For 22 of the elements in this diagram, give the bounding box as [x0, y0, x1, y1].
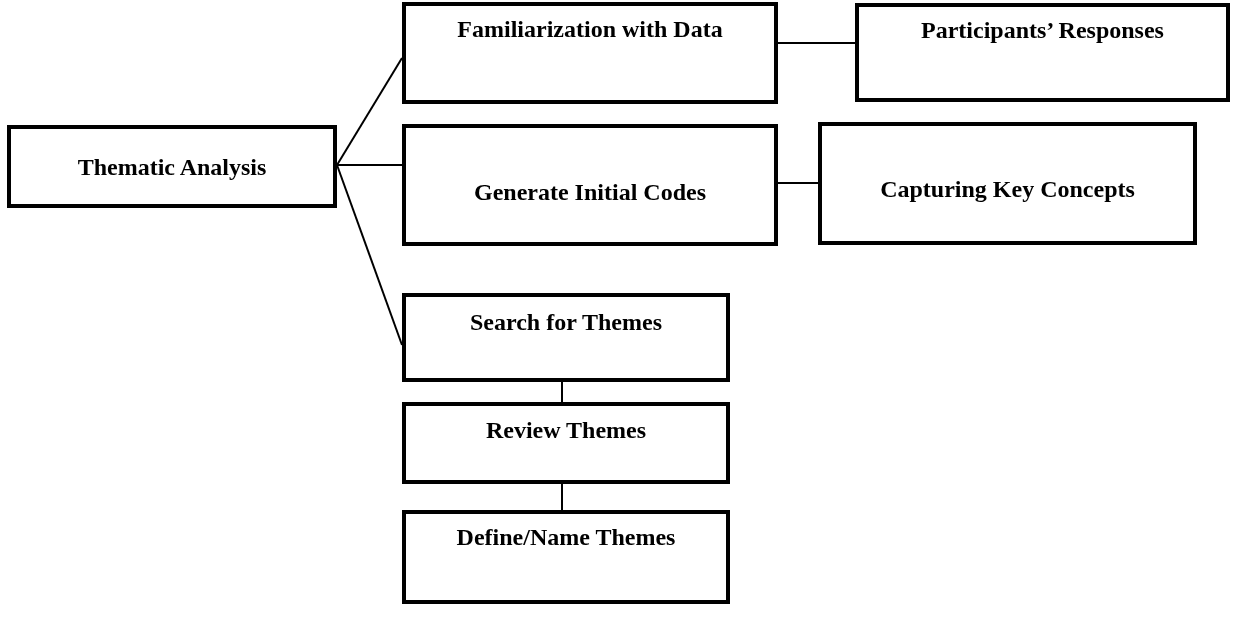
- box-label: Capturing Key Concepts: [879, 176, 1136, 203]
- connector-line: [561, 483, 563, 511]
- box-label: Thematic Analysis: [76, 154, 268, 181]
- process-box: [402, 510, 730, 604]
- process-box: [818, 122, 1197, 245]
- box-label: Familiarization with Data: [456, 16, 724, 43]
- box-label: Define/Name Themes: [455, 524, 677, 551]
- connector-line: [336, 164, 403, 166]
- process-box: [402, 293, 730, 382]
- process-box: [7, 125, 337, 208]
- connector-line: [777, 42, 856, 44]
- connector-line: [336, 57, 403, 166]
- process-box: [402, 2, 778, 104]
- box-label: Search for Themes: [469, 309, 663, 336]
- box-label: Review Themes: [484, 417, 648, 444]
- process-box: [402, 124, 778, 246]
- box-label: Participants’ Responses: [920, 17, 1165, 44]
- connector-line: [561, 381, 563, 403]
- connector-line: [777, 182, 819, 184]
- process-box: [402, 402, 730, 484]
- process-box: [855, 3, 1230, 102]
- box-label: Generate Initial Codes: [473, 179, 707, 206]
